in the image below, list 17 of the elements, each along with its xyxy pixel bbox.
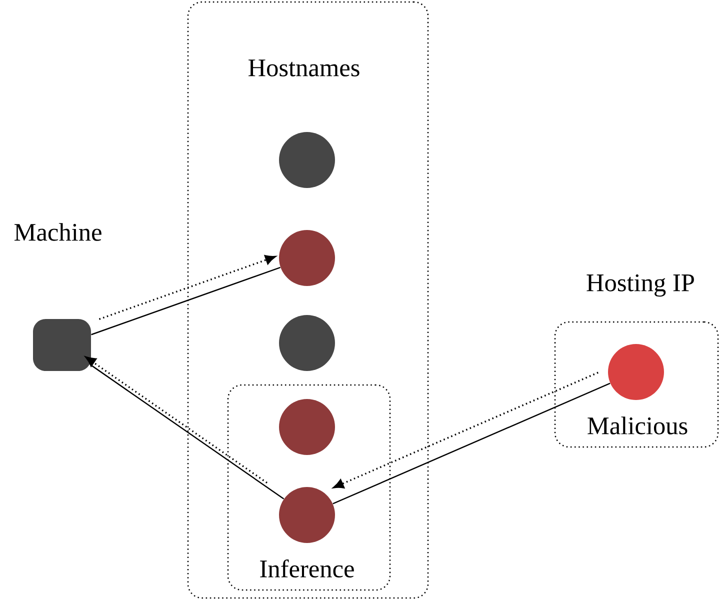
connector-line — [91, 266, 281, 336]
host-circle — [279, 399, 335, 455]
group-label: Malicious — [588, 416, 688, 434]
host-circle — [279, 487, 335, 543]
dotted-arrow — [333, 372, 598, 488]
group-heading: Hostnames — [248, 60, 360, 76]
connector-line — [332, 382, 610, 504]
host-circle — [608, 344, 664, 400]
group-heading: Inference — [260, 559, 354, 578]
dotted-arrow — [98, 255, 276, 320]
connector-line — [90, 364, 284, 500]
host-circle — [279, 230, 335, 286]
dotted-arrow — [85, 356, 268, 484]
host-circle — [279, 132, 335, 188]
host-circle — [279, 315, 335, 371]
node-label: Machine — [14, 223, 102, 241]
group-heading: Hosting IP — [586, 274, 694, 297]
